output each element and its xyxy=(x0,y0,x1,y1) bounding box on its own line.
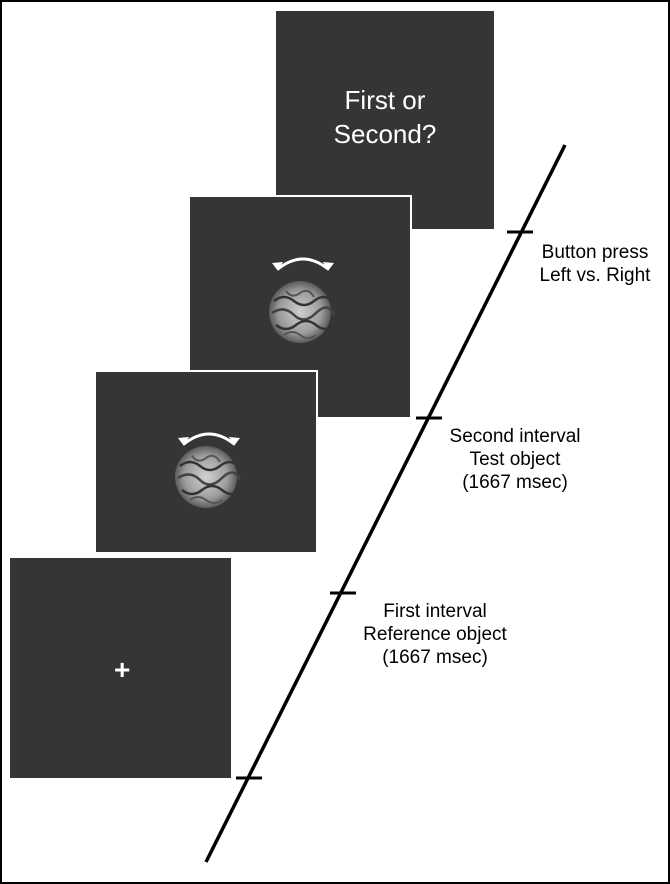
response-label-line-2: Left vs. Right xyxy=(539,265,651,286)
first-interval-label: First interval Reference object (1667 ms… xyxy=(350,600,520,669)
rotation-arrow-icon xyxy=(183,432,235,446)
first-interval-label-line-3: (1667 msec) xyxy=(382,647,488,668)
textured-object-icon xyxy=(269,281,331,343)
prompt-line-1: First or xyxy=(344,85,426,115)
second-interval-label-line-3: (1667 msec) xyxy=(462,472,568,493)
rotation-arrow-icon xyxy=(277,257,329,271)
second-interval-label-line-2: Test object xyxy=(469,449,561,470)
fixation-screen: + xyxy=(8,556,233,780)
second-interval-label: Second interval Test object (1667 msec) xyxy=(430,425,600,494)
fixation-cross: + xyxy=(114,654,131,685)
prompt-line-2: Second? xyxy=(333,119,437,149)
second-interval-label-line-1: Second interval xyxy=(449,426,581,447)
response-label-line-1: Button press xyxy=(541,242,649,263)
first-interval-label-line-1: First interval xyxy=(383,601,487,622)
first-interval-screen xyxy=(94,370,318,554)
response-label: Button press Left vs. Right xyxy=(520,241,670,287)
first-interval-label-line-2: Reference object xyxy=(363,624,507,645)
textured-object-icon xyxy=(175,446,237,508)
prompt-text: First or Second? xyxy=(276,83,494,151)
reference-object-stimulus xyxy=(175,432,242,508)
